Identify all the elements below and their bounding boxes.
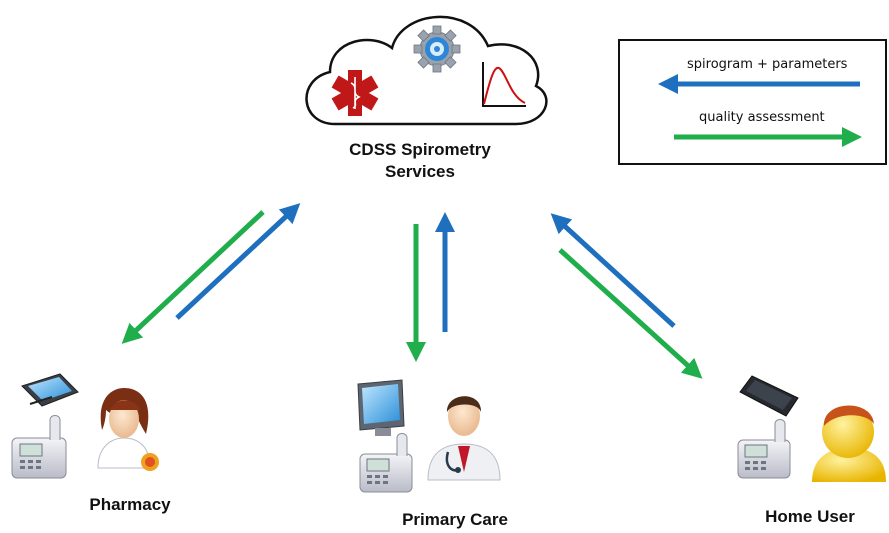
home-user-node [737, 375, 886, 482]
cloud-title-line1: CDSS Spirometry [349, 140, 491, 159]
smartphone-icon [739, 375, 799, 417]
pharmacist-avatar-icon [97, 388, 159, 471]
arrow-pharmacy-feedback [121, 210, 265, 344]
user-avatar-icon [812, 405, 886, 482]
arrow-home-feedback [558, 248, 703, 379]
cloud-title: CDSS Spirometry Services [320, 139, 520, 183]
gear-icon [413, 25, 461, 73]
doctor-avatar-icon [427, 396, 501, 481]
spirometer-device-icon [737, 419, 791, 479]
spirogram-curve-icon [482, 62, 526, 107]
home-user-label: Home User [765, 507, 855, 526]
pharmacy-label: Pharmacy [89, 495, 171, 514]
monitor-icon [357, 379, 405, 436]
home-user-arrows [550, 213, 703, 379]
arrow-home-upload [550, 213, 676, 328]
spirometer-device-icon [359, 433, 413, 493]
primary-care-node [357, 379, 501, 493]
cloud-title-line2: Services [385, 162, 455, 181]
spirometer-device-icon [11, 415, 67, 479]
legend-label-spirogram: spirogram + parameters [687, 57, 848, 72]
primary-care-label: Primary Care [402, 510, 508, 529]
primary-care-arrows [406, 212, 455, 362]
pharmacy-arrows [121, 203, 301, 344]
legend [618, 39, 887, 165]
arrow-pharmacy-upload [175, 203, 301, 320]
medical-star-icon [331, 70, 379, 116]
legend-label-quality: quality assessment [699, 110, 825, 125]
tablet-icon [21, 373, 79, 407]
pharmacy-node [11, 373, 159, 479]
